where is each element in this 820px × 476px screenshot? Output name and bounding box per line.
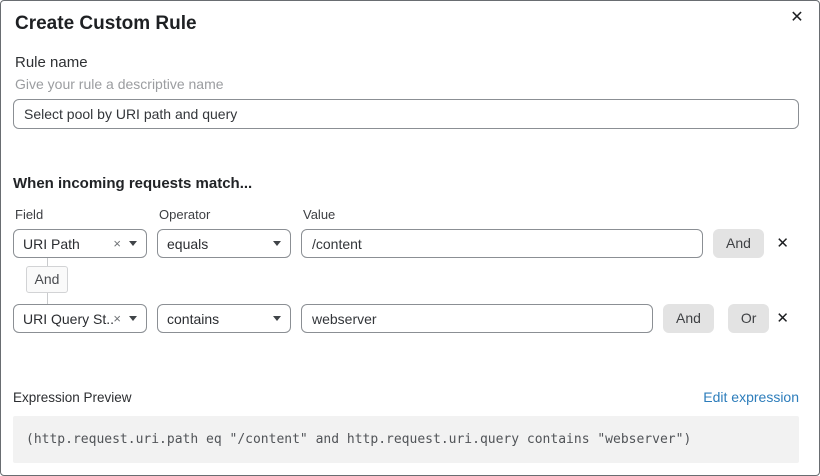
rule-name-help-text: Give your rule a descriptive name: [15, 76, 224, 92]
condition-row-2: URI Query St... × contains And Or ✕: [13, 304, 799, 333]
close-icon[interactable]: ✕: [786, 6, 808, 28]
field-column-label: Field: [15, 207, 44, 222]
value-column-label: Value: [303, 207, 336, 222]
delete-row-icon[interactable]: ✕: [776, 234, 789, 252]
value-input-1[interactable]: [301, 229, 703, 258]
dialog-title: Create Custom Rule: [15, 13, 197, 34]
connector-line: [47, 258, 48, 266]
operator-select-1-value: equals: [167, 235, 209, 252]
value-input-2[interactable]: [301, 304, 653, 333]
operator-select-2-value: contains: [167, 310, 220, 327]
field-select-2-value: URI Query St...: [23, 310, 114, 327]
expression-preview-header: Expression Preview Edit expression: [13, 389, 799, 406]
clear-field-icon[interactable]: ×: [113, 236, 121, 251]
chevron-down-icon: [273, 316, 281, 321]
operator-select-2[interactable]: contains: [157, 304, 291, 333]
field-select-1-value: URI Path: [23, 235, 80, 252]
operator-select-1[interactable]: equals: [157, 229, 291, 258]
chevron-down-icon: [129, 316, 137, 321]
field-select-1[interactable]: URI Path ×: [13, 229, 147, 258]
field-select-2[interactable]: URI Query St... ×: [13, 304, 147, 333]
expression-preview-label: Expression Preview: [13, 390, 132, 405]
operator-column-label: Operator: [159, 207, 211, 222]
chevron-down-icon: [129, 241, 137, 246]
add-and-condition-button[interactable]: And: [713, 229, 764, 258]
connector-line: [47, 293, 48, 304]
expression-code: (http.request.uri.path eq "/content" and…: [26, 432, 692, 447]
and-connector-badge: And: [26, 266, 68, 293]
match-section-heading: When incoming requests match...: [13, 175, 253, 192]
rule-name-label: Rule name: [15, 54, 88, 71]
condition-row-1: URI Path × equals And ✕: [13, 229, 799, 258]
chevron-down-icon: [273, 241, 281, 246]
add-or-condition-button[interactable]: Or: [727, 304, 770, 333]
rule-name-input[interactable]: [13, 99, 799, 129]
add-and-condition-button[interactable]: And: [663, 304, 714, 333]
delete-row-icon[interactable]: ✕: [776, 309, 789, 327]
row-connector: And: [13, 258, 799, 304]
edit-expression-link[interactable]: Edit expression: [703, 389, 799, 405]
expression-code-block: (http.request.uri.path eq "/content" and…: [13, 416, 799, 463]
column-labels: Field Operator Value: [13, 207, 799, 222]
clear-field-icon[interactable]: ×: [113, 311, 121, 326]
